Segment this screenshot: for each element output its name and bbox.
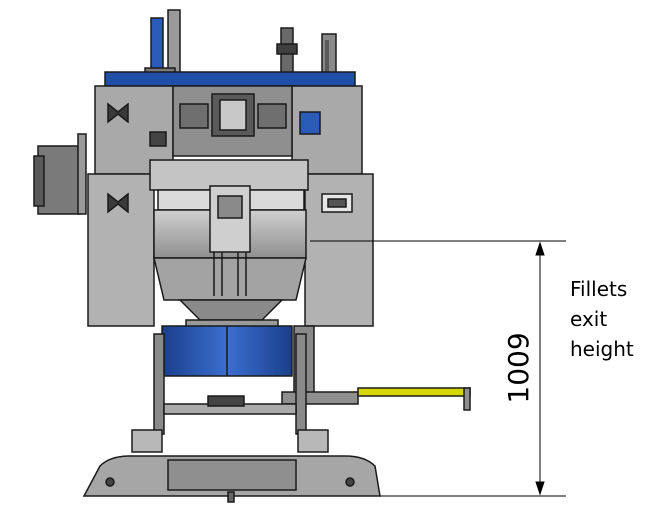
right-upper-bracket (299, 111, 321, 135)
left-lower-bracket (107, 192, 129, 214)
lower-cabinet (161, 325, 315, 399)
dimension-label-line-2: exit (570, 307, 607, 331)
machine-base (82, 455, 381, 503)
left-upper-bracket (107, 102, 129, 124)
dimension-annotation (310, 240, 566, 497)
left-motor (33, 133, 87, 215)
legs-frame (131, 333, 329, 453)
outfeed-conveyor (281, 387, 471, 411)
dimension-value: 1009 (502, 332, 535, 403)
central-hopper (149, 159, 309, 335)
machine (33, 9, 471, 503)
dimension-arrow-icon (535, 241, 545, 256)
dimension-label-line-3: height (570, 337, 634, 361)
main-body (87, 173, 374, 327)
upper-housing (94, 71, 363, 175)
dimension-arrow-icon (535, 481, 545, 496)
dimension-label-line-1: Fillets (570, 277, 627, 301)
